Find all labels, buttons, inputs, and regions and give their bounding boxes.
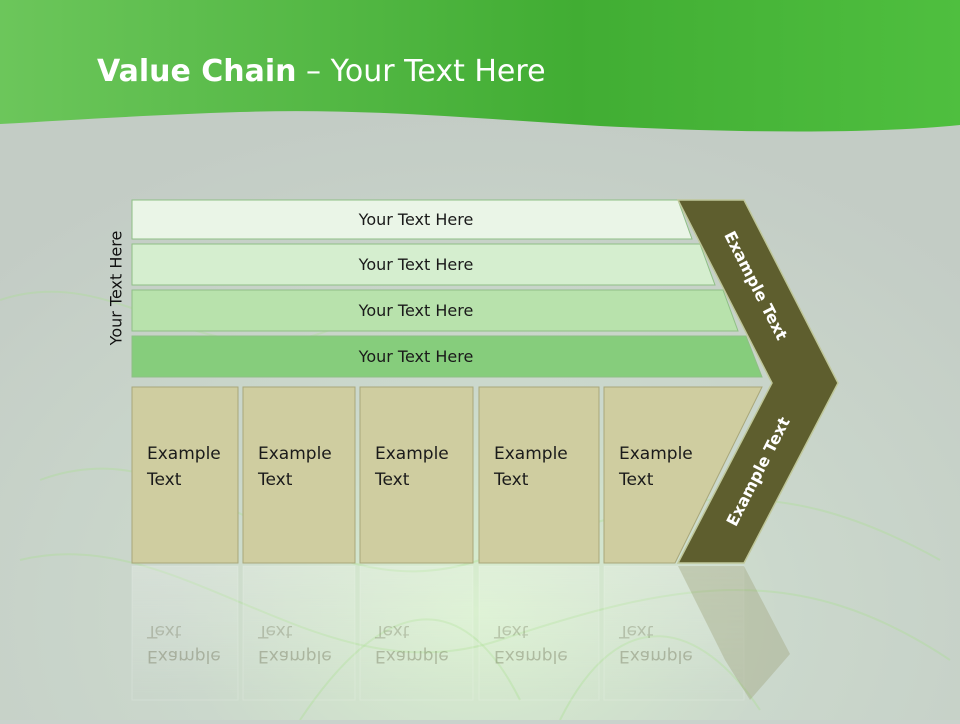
example-box-shape (242, 386, 356, 564)
chevron-shape (676, 199, 839, 564)
example-box-reflection: Example Text (478, 565, 600, 701)
example-box-line1: Example (147, 444, 221, 464)
example-box-line2: Text (618, 470, 654, 490)
boxes-layer: ExampleTextExampleTextExampleTextExample… (131, 386, 763, 564)
example-box-reflection-text: Example (619, 646, 693, 666)
example-box-line1: Example (619, 444, 693, 464)
title-rest: – Your Text Here (296, 54, 546, 89)
example-box-reflection-text: Text (618, 621, 654, 641)
example-box-line1: Example (375, 444, 449, 464)
example-box-line2: Text (493, 470, 529, 490)
value-row-label: Your Text Here (358, 210, 474, 229)
example-box-reflection-text: Example (147, 646, 221, 666)
example-box-shape (478, 386, 600, 564)
value-row-label: Your Text Here (358, 301, 474, 320)
example-box-line2: Text (257, 470, 293, 490)
value-row: Your Text Here (131, 289, 739, 332)
example-box-line2: Text (146, 470, 182, 490)
side-label: Your Text Here (106, 230, 126, 346)
example-box-reflection-text: Example (494, 646, 568, 666)
example-box-reflection-text: Text (146, 621, 182, 641)
page-title: Value Chain – Your Text Here (97, 54, 797, 89)
value-row-shape (131, 289, 739, 332)
example-box-reflection: Example Text (242, 565, 356, 701)
example-box-line1: Example (494, 444, 568, 464)
title-bold: Value Chain (97, 54, 297, 89)
header-band (0, 0, 960, 132)
example-box-reflection: Example Text (359, 565, 474, 701)
value-row-shape (131, 335, 763, 378)
example-box-shape (603, 386, 763, 564)
example-box-reflection-text: Text (374, 621, 410, 641)
example-box-reflection: Example Text (131, 565, 239, 701)
example-box-reflection-text: Example (375, 646, 449, 666)
example-box-line1: Example (258, 444, 332, 464)
example-box-reflection-text: Text (493, 621, 529, 641)
example-box-reflection-text: Text (257, 621, 293, 641)
example-box-line2: Text (374, 470, 410, 490)
example-box-reflection: Example Text (603, 565, 745, 701)
example-box-shape (131, 386, 239, 564)
value-row-shape (131, 243, 716, 286)
value-row-shape (131, 199, 693, 240)
value-row: Your Text Here (131, 199, 693, 240)
example-box-reflection-text: Example (258, 646, 332, 666)
value-row-label: Your Text Here (358, 255, 474, 274)
value-row: Your Text Here (131, 335, 763, 378)
chevron: Example Text Example Text (676, 199, 839, 564)
example-box-shape (359, 386, 474, 564)
value-row: Your Text Here (131, 243, 716, 286)
value-row-label: Your Text Here (358, 347, 474, 366)
reflection: ExampleTextExampleTextExampleTextExample… (131, 565, 790, 701)
